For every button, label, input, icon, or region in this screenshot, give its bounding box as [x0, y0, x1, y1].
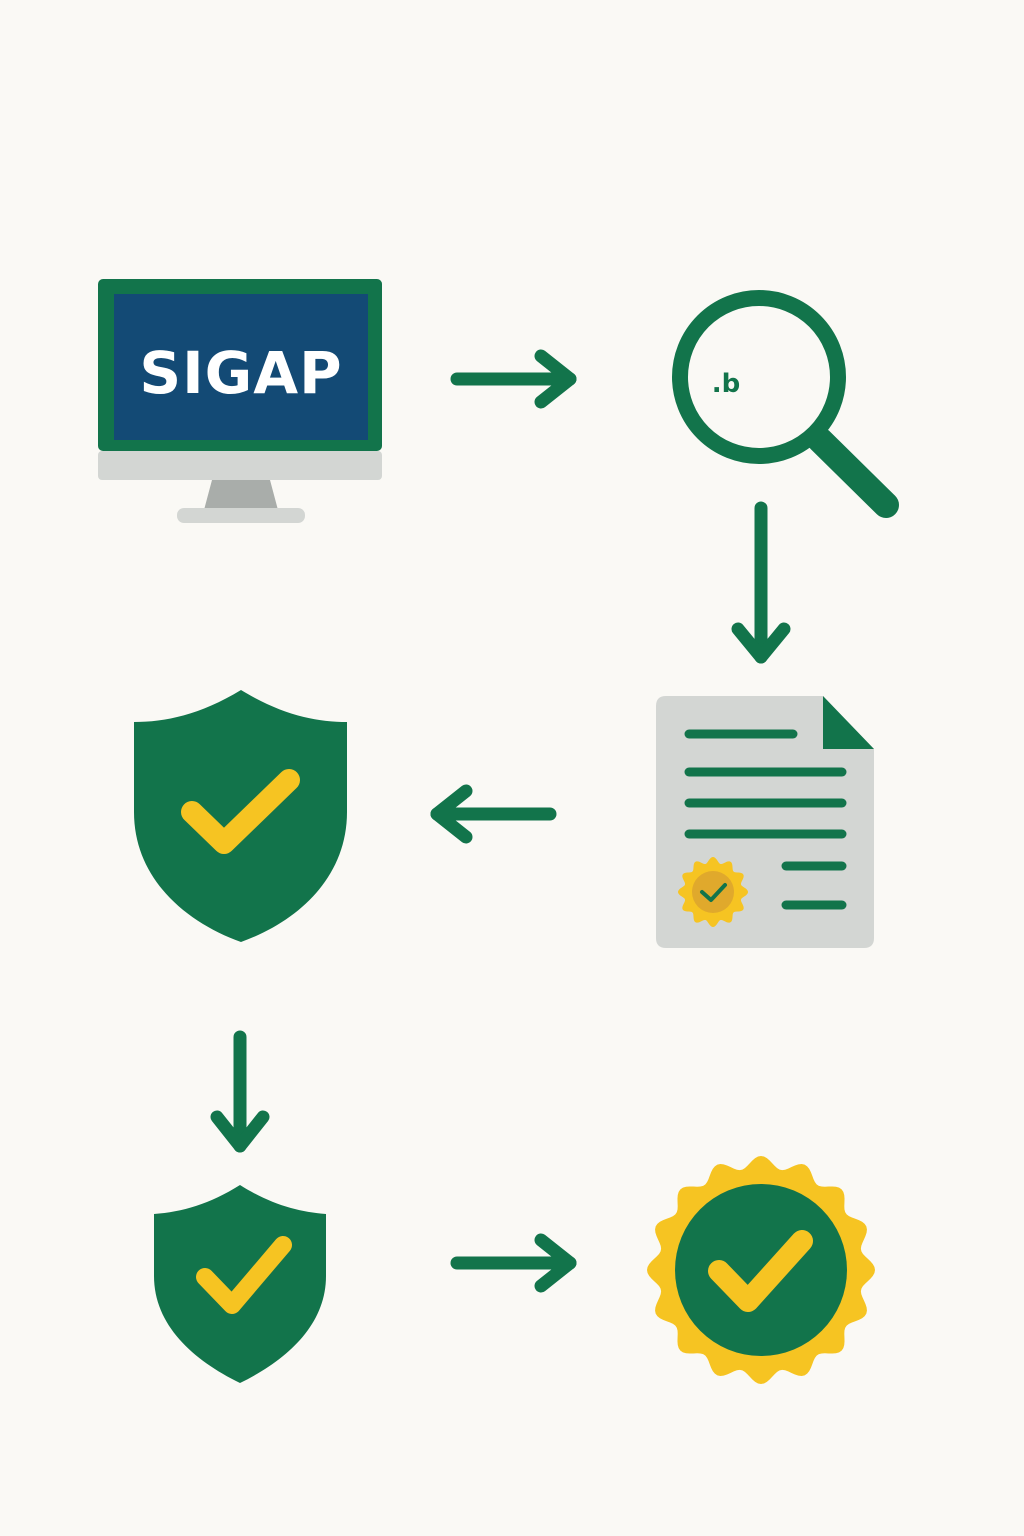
arrow-search-to-document	[731, 501, 791, 664]
shield-small-check-icon	[196, 1236, 292, 1314]
arrow-monitor-to-search	[450, 349, 577, 409]
monitor-chin	[98, 451, 382, 480]
arrow-head	[430, 784, 473, 844]
shield-check-icon	[154, 1185, 326, 1383]
monitor-base	[177, 508, 305, 523]
monitor-node: SIGAP	[98, 279, 382, 523]
monitor-icon	[98, 279, 382, 523]
shield-check-icon	[134, 690, 347, 942]
verified-badge-icon	[647, 1156, 875, 1384]
monitor-screen	[114, 294, 368, 440]
arrows-layer	[210, 349, 791, 1293]
monitor-label: SIGAP	[139, 339, 342, 407]
certified-document-icon	[656, 696, 874, 948]
arrow-document-to-shield	[430, 784, 557, 844]
badge-check-icon	[708, 1230, 813, 1312]
arrow-head	[210, 1110, 270, 1153]
document-seal-icon	[678, 857, 748, 927]
magnifier-label: .b	[712, 369, 741, 399]
magnifying-glass-icon	[672, 290, 899, 518]
monitor-stand	[204, 480, 278, 510]
document-node	[656, 696, 874, 948]
shield-large-node	[134, 690, 347, 942]
shield-large-check-icon	[181, 769, 300, 854]
document-seal-check-icon	[700, 883, 727, 902]
magnifier-handle	[807, 427, 899, 518]
arrow-shield-to-shield	[210, 1030, 270, 1153]
arrow-head	[534, 349, 577, 409]
badge-inner-circle	[675, 1184, 847, 1356]
document-seal-inner	[692, 871, 734, 913]
magnifier-lens	[672, 290, 846, 464]
search-node: .b	[672, 290, 899, 518]
shield-small-node	[154, 1185, 326, 1383]
arrow-shield-to-badge	[450, 1233, 577, 1293]
document-text-lines	[684, 729, 847, 910]
arrow-head	[731, 622, 791, 664]
arrow-head	[534, 1233, 577, 1293]
badge-node	[647, 1156, 875, 1384]
document-fold	[823, 696, 874, 749]
